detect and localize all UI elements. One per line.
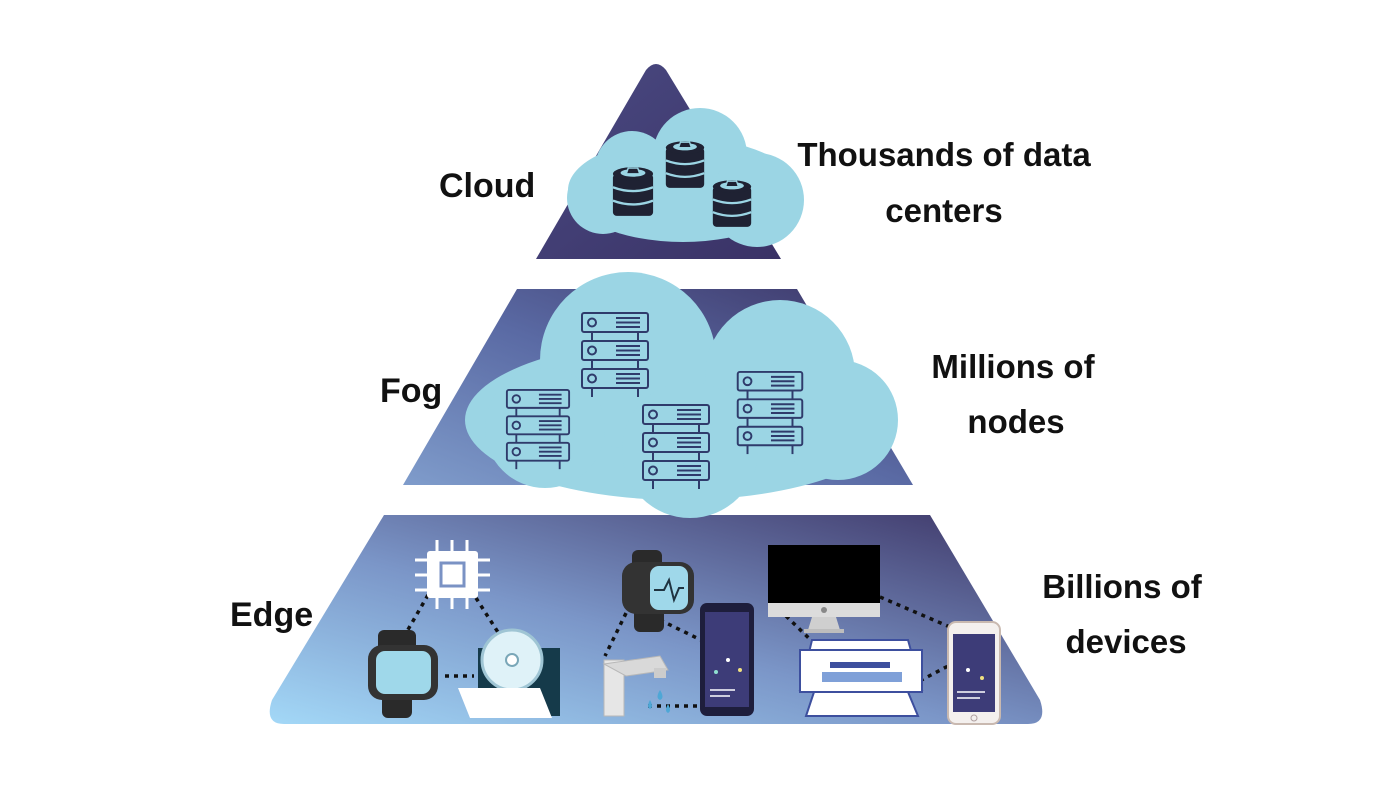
smartwatch-icon	[368, 630, 438, 718]
microchip-icon	[415, 540, 490, 609]
printer-icon	[798, 639, 924, 717]
fog-tier-label: Fog	[380, 372, 442, 410]
smartwatch-heart-icon	[622, 550, 694, 632]
disc-drive-icon	[458, 628, 560, 718]
database-icon	[611, 165, 655, 218]
edge-count-line-2: devices	[1065, 623, 1186, 660]
edge-tier-label: Edge	[230, 596, 313, 634]
database-icon	[664, 140, 706, 189]
smartphone-icon	[700, 603, 754, 716]
fog-count-line-2: nodes	[967, 403, 1064, 440]
water-faucet-icon	[602, 655, 670, 717]
cloud-count-line-2: centers	[885, 192, 1002, 229]
fog-count-line-1: Millions of	[931, 348, 1095, 385]
monitor-icon	[768, 545, 880, 633]
cloud-tier-label: Cloud	[439, 167, 535, 205]
smartphone-icon	[947, 621, 1001, 725]
cloud-count-line-1: Thousands of data	[797, 136, 1091, 173]
edge-count-line-1: Billions of	[1042, 568, 1203, 605]
database-icon	[711, 179, 753, 228]
